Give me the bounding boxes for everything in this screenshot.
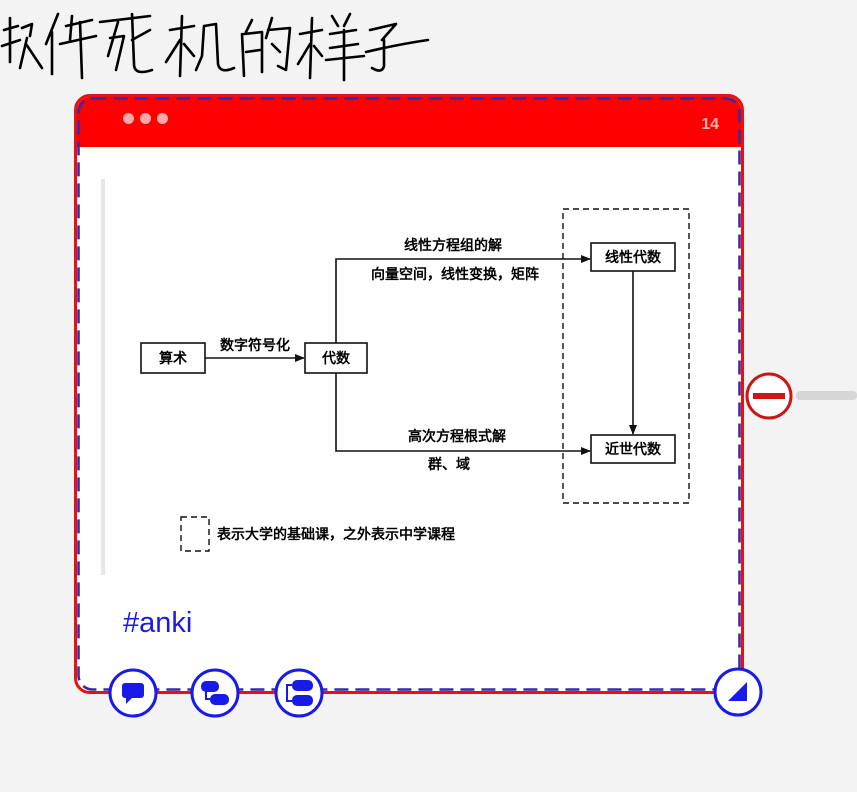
- math-diagram: 算术 代数 线性代数 近世代数 数字符号化 线性方程组的解 向量空间，线性变换，…: [140, 208, 690, 552]
- box-modern-algebra-label: 近世代数: [605, 441, 662, 458]
- comment-icon: [122, 683, 144, 704]
- window-dots: [123, 113, 168, 124]
- label-symbolize: 数字符号化: [220, 337, 290, 354]
- resize-corner-button[interactable]: [713, 667, 763, 717]
- label-linear-equations: 线性方程组的解: [404, 237, 502, 254]
- child-topic-icon: [201, 681, 229, 705]
- box-linear-algebra-label: 线性代数: [605, 249, 662, 266]
- add-parent-topic-button[interactable]: [274, 668, 324, 718]
- comment-button[interactable]: [108, 668, 158, 718]
- label-groups-fields: 群、域: [427, 456, 470, 473]
- label-higher-equations: 高次方程根式解: [408, 428, 506, 445]
- legend-dashed-box: [180, 516, 210, 552]
- collapse-button[interactable]: [743, 370, 797, 422]
- window-dot: [140, 113, 151, 124]
- add-child-topic-button[interactable]: [190, 668, 240, 718]
- handwritten-note: [0, 12, 430, 82]
- window-dot: [123, 113, 134, 124]
- box-arithmetic-label: 算术: [159, 350, 187, 367]
- quote-bar: [101, 179, 105, 575]
- card-header: 14: [77, 97, 741, 147]
- legend-text: 表示大学的基础课，之外表示中学课程: [216, 526, 455, 543]
- box-algebra-label: 代数: [321, 350, 351, 367]
- collapse-minus-icon: [753, 393, 785, 399]
- note-card: 14 算术 代数 线性代数 近世代数 数字符号化 线性方程组的解 向量空间，线性…: [74, 94, 744, 694]
- page-number: 14: [701, 116, 719, 133]
- parent-topic-icon: [286, 680, 313, 706]
- label-vector-space: 向量空间，线性变换，矩阵: [371, 266, 539, 283]
- resize-corner-icon: [728, 682, 747, 701]
- window-dot: [157, 113, 168, 124]
- tag-anki[interactable]: #anki: [123, 607, 193, 639]
- branch-connector: [796, 391, 857, 400]
